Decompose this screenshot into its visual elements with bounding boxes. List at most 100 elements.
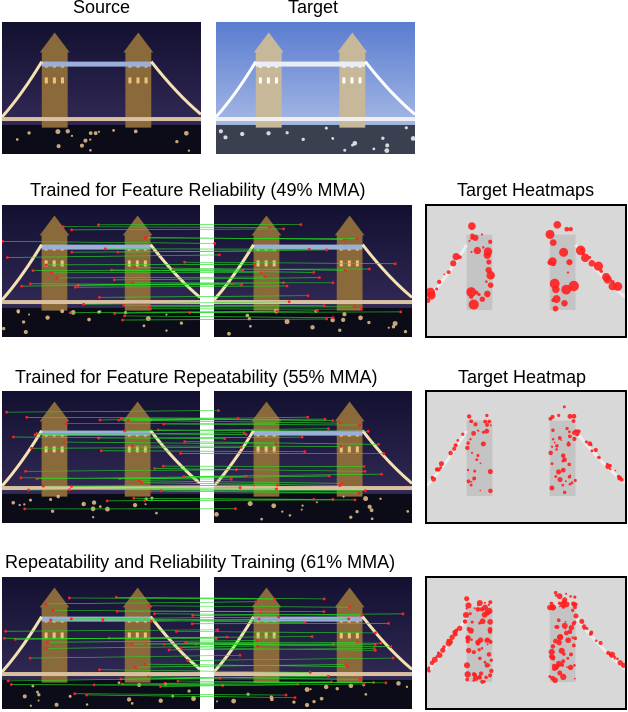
heat-point (553, 638, 558, 644)
heat-point (481, 611, 488, 618)
tower-spire (251, 587, 282, 608)
match-line (121, 418, 333, 421)
keypoint (149, 489, 152, 493)
heat-point (480, 646, 484, 650)
heat-point (564, 480, 567, 483)
heat-point (489, 668, 494, 674)
city-light (364, 692, 368, 696)
match-line (151, 618, 349, 622)
heat-point (488, 673, 493, 678)
heat-point (487, 468, 493, 475)
match-line (71, 484, 278, 487)
heat-point (473, 246, 482, 255)
match-line (74, 693, 287, 696)
keypoint (122, 304, 126, 307)
heat-point (550, 644, 556, 649)
keypoint (112, 278, 116, 282)
heat-point (557, 476, 563, 483)
heat-point (564, 226, 570, 232)
city-light (187, 149, 191, 152)
heat-point (548, 450, 553, 456)
heat-point (545, 229, 555, 239)
keypoint (216, 628, 219, 632)
keypoint (98, 418, 102, 422)
keypoint (379, 641, 383, 645)
keypoint (70, 228, 74, 232)
heat-point (446, 270, 451, 275)
heat-point (613, 657, 616, 660)
heat-point (608, 651, 616, 658)
heat-point (452, 252, 460, 261)
keypoint (119, 677, 123, 681)
tower-window (127, 260, 131, 267)
heat-point (427, 297, 431, 304)
heat-point (471, 650, 476, 655)
heat-point (548, 648, 555, 656)
left-cable (2, 60, 44, 119)
keypoint (121, 318, 125, 322)
heat-point (584, 440, 588, 444)
heat-point (479, 296, 486, 302)
heat-point (551, 428, 555, 432)
city-light (406, 510, 410, 513)
heat-point (566, 656, 570, 660)
heat-point (480, 441, 486, 447)
right-cable (150, 60, 201, 116)
keypoint (352, 305, 356, 309)
heat-point (462, 611, 470, 619)
upper-walkway (253, 430, 363, 436)
city-light (355, 510, 359, 514)
city-light (215, 700, 219, 703)
tower-window (264, 446, 268, 453)
match-line (114, 277, 320, 281)
city-light (381, 136, 385, 140)
keypoint (44, 647, 48, 650)
keypoint (325, 317, 329, 321)
heat-point (549, 654, 556, 661)
match-line (141, 482, 340, 486)
city-light (37, 693, 41, 697)
row2-heatmap (425, 390, 627, 524)
heat-point (608, 463, 612, 468)
keypoint (347, 617, 351, 621)
tower-window (44, 632, 48, 639)
heat-point (552, 305, 559, 312)
tower-spire (39, 32, 70, 53)
match-line (124, 428, 329, 432)
keypoint (346, 665, 350, 668)
heat-point (464, 671, 471, 678)
heat-point (566, 666, 568, 668)
city-light (410, 136, 415, 141)
tower-window (266, 77, 270, 84)
heat-point (469, 437, 472, 441)
heat-point (565, 592, 568, 595)
keypoint (230, 282, 234, 286)
keypoint (373, 643, 377, 646)
keypoint (159, 489, 163, 493)
city-light (284, 319, 290, 325)
heat-point (567, 664, 574, 671)
heat-point (427, 287, 436, 298)
cable-shape (427, 430, 468, 487)
heat-point (549, 601, 554, 606)
city-light (92, 516, 95, 519)
keypoint (368, 267, 371, 271)
keypoint (182, 475, 186, 478)
keypoint (69, 617, 73, 621)
keypoint (46, 640, 49, 644)
city-light (396, 681, 401, 686)
city-light (28, 498, 32, 502)
heat-point (575, 429, 579, 433)
keypoint (238, 653, 242, 657)
keypoint (389, 645, 393, 649)
city-light (223, 135, 228, 140)
city-light (319, 696, 324, 701)
heat-point (489, 658, 493, 662)
keypoint (363, 469, 367, 473)
keypoint (374, 631, 377, 635)
keypoint (123, 314, 127, 318)
keypoint (274, 442, 278, 446)
heat-point (613, 281, 623, 292)
tower-window (143, 632, 147, 639)
heat-point (571, 621, 576, 626)
